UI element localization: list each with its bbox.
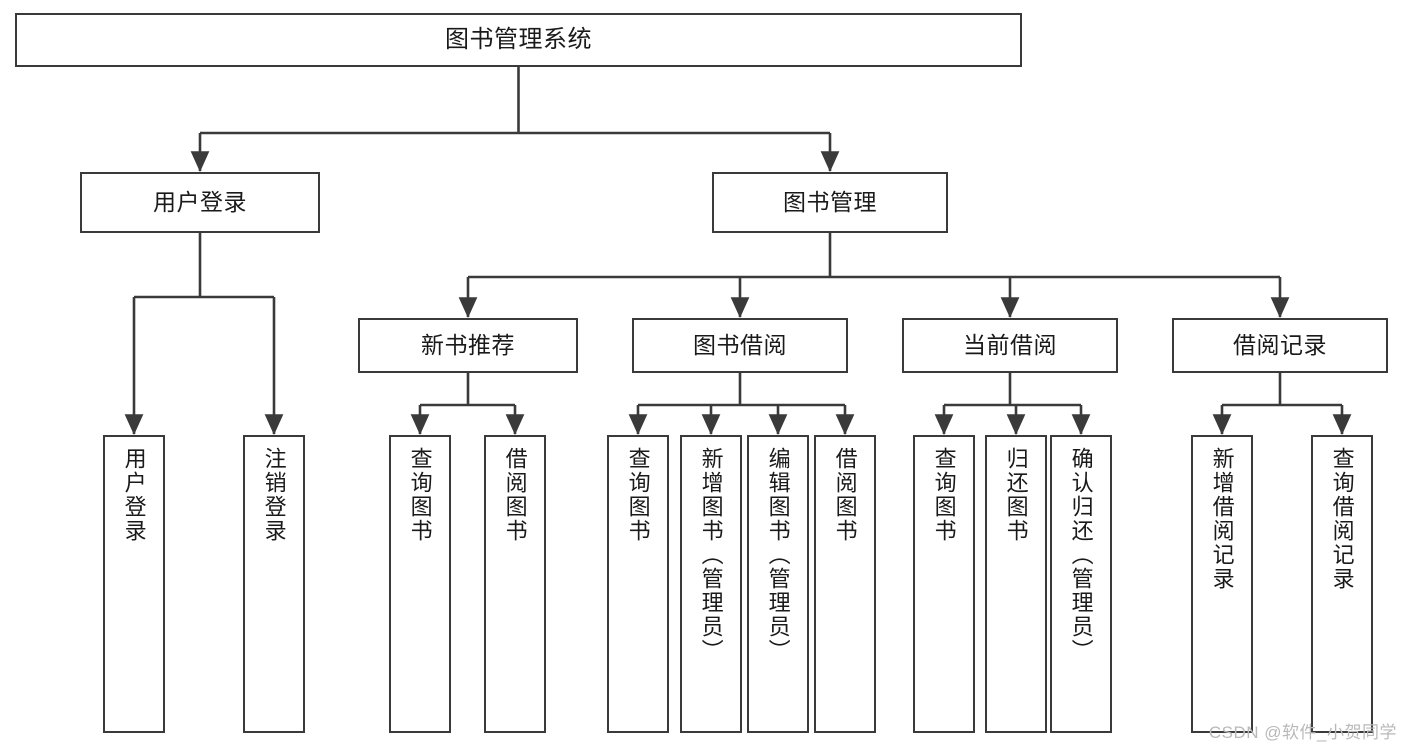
node-leaf-confirm-return-label: 确认归还（管理员）	[1068, 447, 1094, 663]
node-book-borrow[interactable]: 图书借阅	[632, 318, 848, 373]
node-leaf-return-book-label: 归还图书	[1003, 447, 1029, 543]
node-root-system[interactable]: 图书管理系统	[15, 13, 1022, 67]
node-leaf-query-record-label: 查询借阅记录	[1329, 447, 1355, 591]
node-user-login[interactable]: 用户登录	[80, 172, 320, 233]
node-leaf-borrow-book-1-label: 借阅图书	[502, 447, 528, 543]
node-current-borrow-label: 当前借阅	[963, 331, 1057, 358]
node-leaf-borrow-book-1[interactable]: 借阅图书	[484, 435, 546, 733]
node-leaf-user-login-label: 用户登录	[121, 447, 147, 543]
node-leaf-query-record[interactable]: 查询借阅记录	[1311, 435, 1373, 733]
node-leaf-return-book[interactable]: 归还图书	[985, 435, 1047, 733]
node-borrow-record-label: 借阅记录	[1233, 331, 1327, 358]
node-leaf-borrow-book-2[interactable]: 借阅图书	[814, 435, 876, 733]
node-book-borrow-label: 图书借阅	[693, 331, 787, 358]
node-current-borrow[interactable]: 当前借阅	[902, 318, 1118, 373]
node-leaf-add-book[interactable]: 新增图书（管理员）	[680, 435, 742, 733]
node-leaf-add-record-label: 新增借阅记录	[1209, 447, 1235, 591]
node-book-manage-label: 图书管理	[783, 188, 877, 215]
node-new-book-recommend-label: 新书推荐	[421, 331, 515, 358]
node-user-login-label: 用户登录	[153, 188, 247, 215]
node-book-manage[interactable]: 图书管理	[712, 172, 948, 233]
node-leaf-confirm-return[interactable]: 确认归还（管理员）	[1050, 435, 1112, 733]
node-leaf-query-book-2-label: 查询图书	[625, 447, 651, 543]
node-leaf-add-record[interactable]: 新增借阅记录	[1191, 435, 1253, 733]
node-leaf-query-book-1[interactable]: 查询图书	[389, 435, 451, 733]
node-leaf-borrow-book-2-label: 借阅图书	[832, 447, 858, 543]
node-leaf-user-login[interactable]: 用户登录	[103, 435, 165, 733]
node-leaf-query-book-3-label: 查询图书	[931, 447, 957, 543]
node-leaf-edit-book[interactable]: 编辑图书（管理员）	[747, 435, 809, 733]
csdn-watermark: CSDN @软件_小贺同学	[1208, 723, 1397, 742]
node-new-book-recommend[interactable]: 新书推荐	[358, 318, 578, 373]
node-leaf-query-book-3[interactable]: 查询图书	[913, 435, 975, 733]
node-leaf-logout[interactable]: 注销登录	[243, 435, 305, 733]
node-leaf-query-book-1-label: 查询图书	[407, 447, 433, 543]
node-leaf-edit-book-label: 编辑图书（管理员）	[765, 447, 791, 663]
node-borrow-record[interactable]: 借阅记录	[1172, 318, 1388, 373]
node-leaf-add-book-label: 新增图书（管理员）	[698, 447, 724, 663]
node-root-label: 图书管理系统	[445, 25, 592, 53]
node-leaf-logout-label: 注销登录	[261, 447, 287, 543]
node-leaf-query-book-2[interactable]: 查询图书	[607, 435, 669, 733]
